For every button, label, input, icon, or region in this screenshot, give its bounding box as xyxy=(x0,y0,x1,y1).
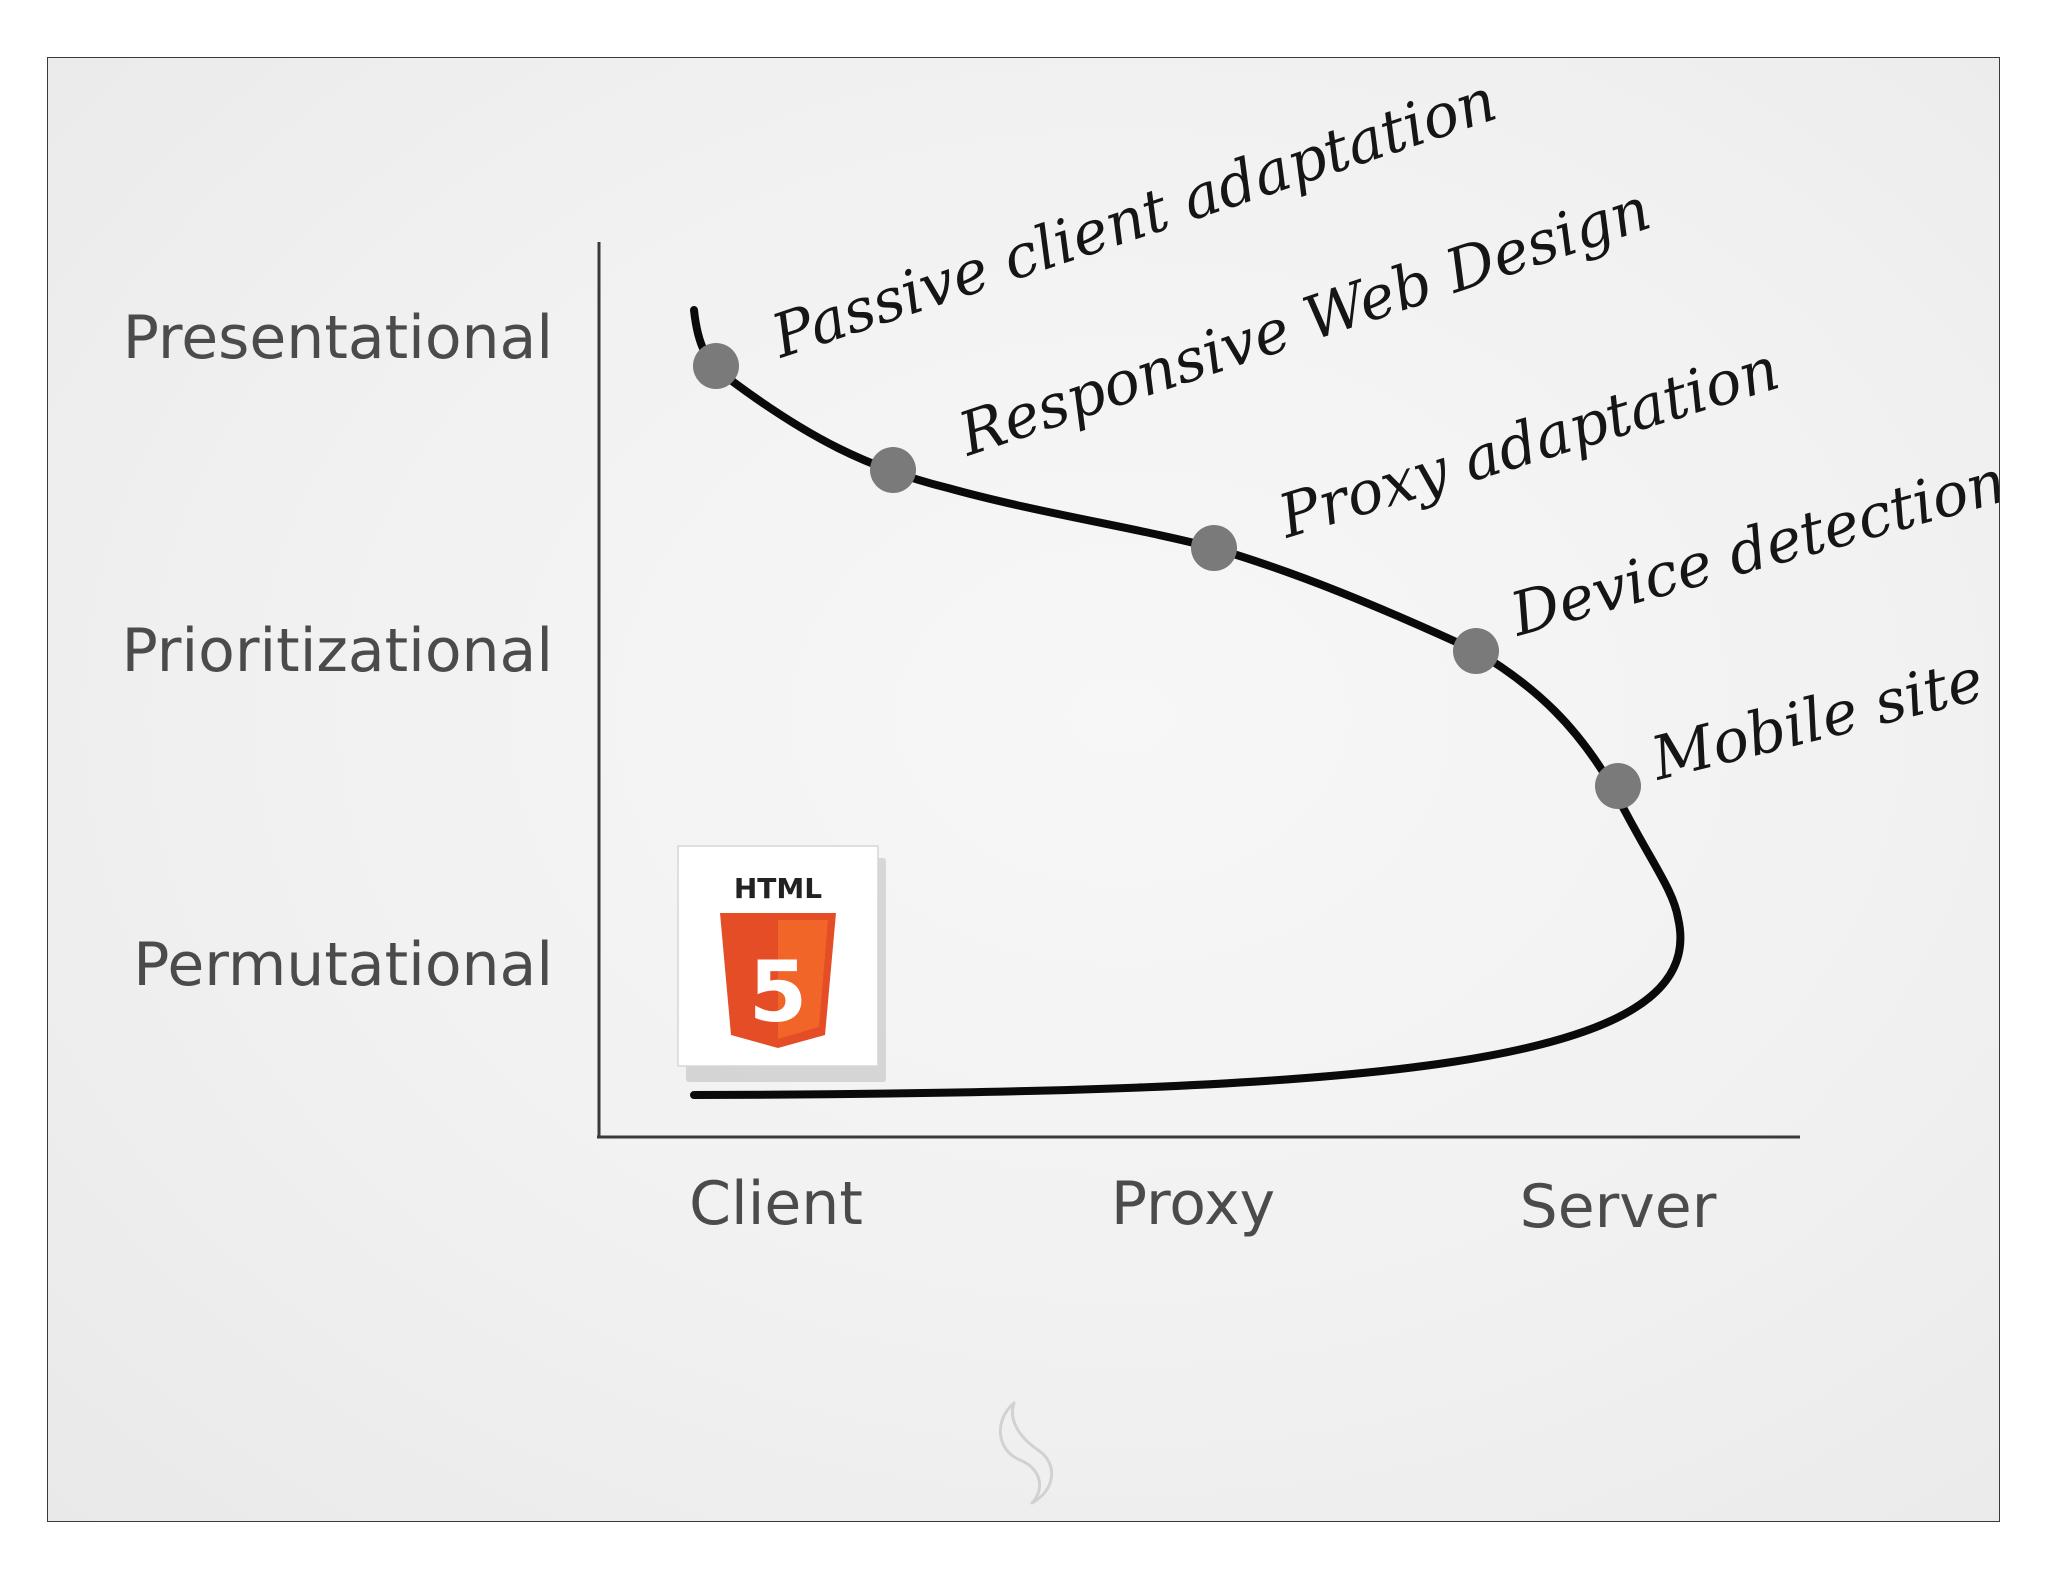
diagram-canvas: Presentational Prioritizational Permutat… xyxy=(122,65,2000,1505)
point-passive-client-adaptation xyxy=(693,343,739,389)
flame-logo-icon xyxy=(999,1401,1054,1505)
point-device-detection xyxy=(1453,628,1499,674)
html5-logo-icon: 5 xyxy=(720,913,836,1048)
x-label-server: Server xyxy=(1520,1172,1717,1242)
slide: Presentational Prioritizational Permutat… xyxy=(47,57,2000,1522)
point-responsive-web-design xyxy=(870,447,916,493)
point-proxy-adaptation xyxy=(1191,525,1237,571)
label-proxy-adaptation: Proxy adaptation xyxy=(1270,334,1787,553)
axes xyxy=(597,242,1800,1139)
x-label-proxy: Proxy xyxy=(1111,1169,1275,1239)
y-label-prioritizational: Prioritizational xyxy=(122,616,553,686)
y-label-presentational: Presentational xyxy=(123,303,553,373)
point-mobile-site xyxy=(1595,763,1641,809)
point-labels: Passive client adaptation Responsive Web… xyxy=(763,65,2000,795)
x-label-client: Client xyxy=(689,1169,863,1239)
curve-points xyxy=(693,343,1641,809)
x-position-labels: Client Proxy Server xyxy=(689,1169,1717,1242)
y-label-permutational: Permutational xyxy=(133,930,553,1000)
html5-badge: HTML 5 xyxy=(677,845,886,1082)
html5-number: 5 xyxy=(749,943,807,1041)
y-level-labels: Presentational Prioritizational Permutat… xyxy=(122,303,553,1000)
label-mobile-site: Mobile site xyxy=(1644,645,1990,795)
html5-word: HTML xyxy=(734,872,822,905)
label-device-detection: Device detection xyxy=(1502,447,2000,651)
